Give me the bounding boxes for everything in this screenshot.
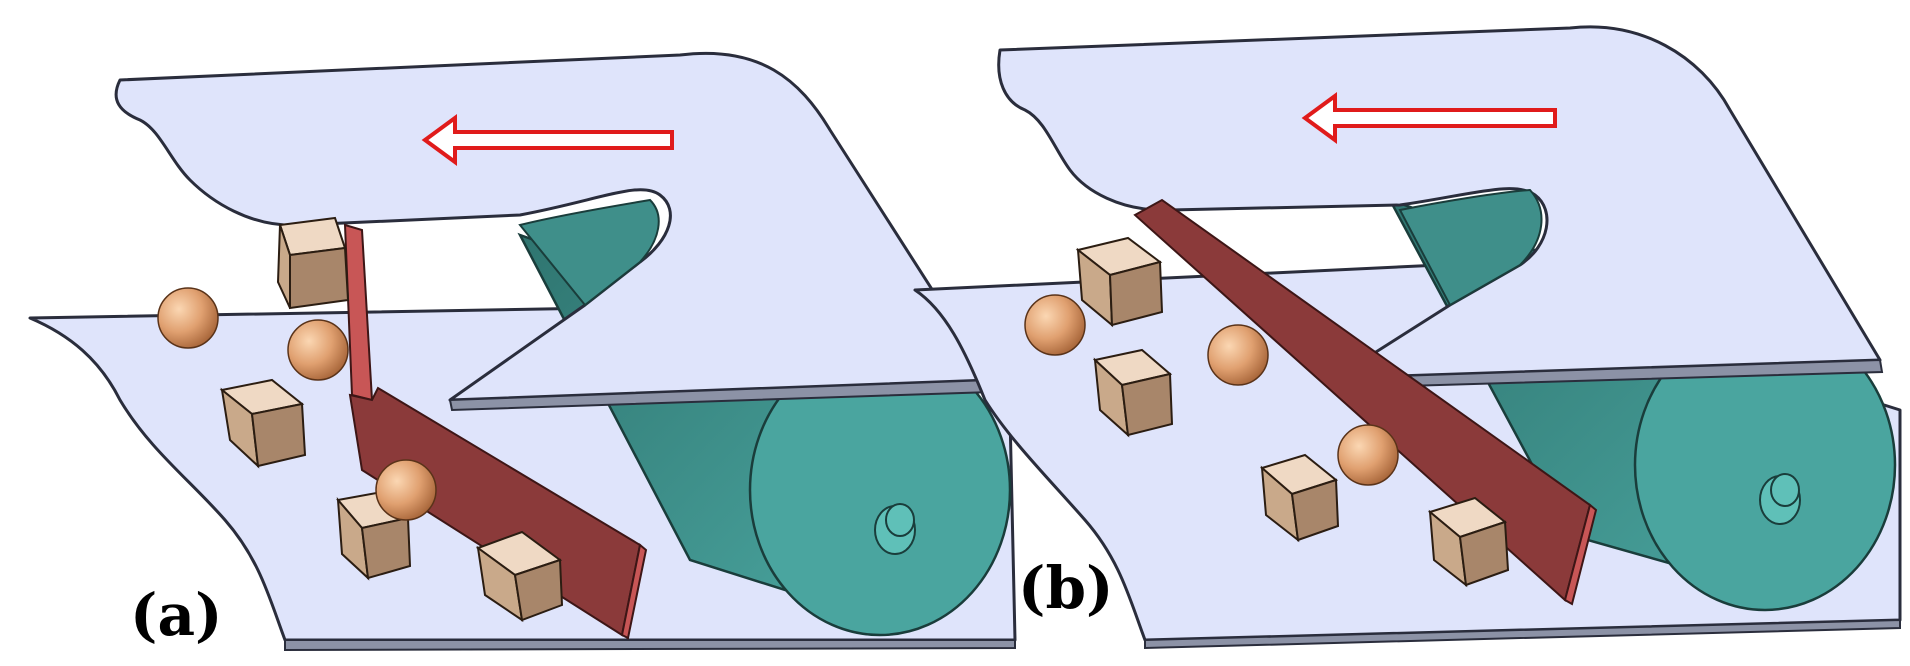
deflector-plate-edge bbox=[620, 543, 648, 640]
upper-belt bbox=[114, 51, 992, 402]
cube-2 bbox=[219, 378, 307, 469]
upper-belt-curl bbox=[1398, 188, 1543, 307]
cube-1 bbox=[1075, 236, 1164, 328]
cube-1 bbox=[276, 216, 350, 310]
ball-2 bbox=[287, 319, 349, 381]
panel-label-a: (a) bbox=[130, 581, 222, 649]
deflector-plate-edge bbox=[1563, 503, 1598, 606]
roller-shaft-tip bbox=[1770, 473, 1800, 507]
cube-4 bbox=[475, 530, 564, 623]
left-arrow-icon bbox=[421, 114, 674, 166]
cube-4 bbox=[1427, 496, 1510, 588]
panel-a: (a) bbox=[28, 51, 1017, 652]
ball-1 bbox=[1024, 294, 1086, 356]
ball-3 bbox=[1337, 424, 1399, 486]
ball-3 bbox=[375, 459, 437, 521]
panel-label-b: (b) bbox=[1018, 554, 1113, 622]
cube-2 bbox=[1092, 348, 1174, 438]
panel-b: (b) bbox=[913, 25, 1902, 650]
upper-belt-curl bbox=[518, 198, 660, 307]
cube-3 bbox=[1259, 453, 1340, 543]
lower-belt-edge bbox=[1144, 618, 1901, 650]
left-arrow-icon bbox=[1301, 92, 1557, 144]
ball-2 bbox=[1207, 324, 1269, 386]
upper-belt bbox=[997, 25, 1882, 380]
ball-1 bbox=[157, 287, 219, 349]
roller-shaft-tip bbox=[885, 503, 915, 537]
lower-belt-edge bbox=[284, 639, 1016, 652]
